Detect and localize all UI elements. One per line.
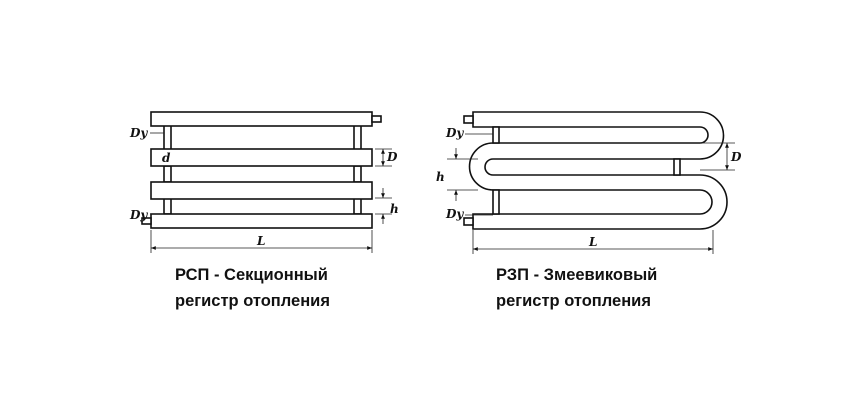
- dy-top-label: Dy: [445, 126, 464, 140]
- serpentine-pipe: [468, 111, 728, 230]
- length-label: L: [256, 234, 265, 248]
- section-pipe-3: [150, 181, 373, 200]
- left-caption: РСП - Секционный регистр отопления: [175, 262, 330, 314]
- section-pipe-2: [150, 148, 373, 167]
- d-small-label: d: [162, 151, 171, 165]
- section-pipes: [150, 111, 373, 229]
- sectional-register-drawing: Dy Dy d D h L: [129, 111, 399, 253]
- inlet-nozzle: [463, 217, 474, 226]
- inlet-nozzle: [141, 217, 152, 225]
- section-pipe-1: [150, 111, 373, 127]
- right-caption: РЗП - Змеевиковый регистр отопления: [496, 262, 657, 314]
- section-pipe-4: [150, 213, 373, 229]
- stay-middle: [673, 158, 681, 176]
- length-label: L: [588, 235, 597, 249]
- h-label: h: [436, 170, 445, 184]
- outlet-nozzle: [371, 115, 382, 123]
- right-caption-line2: регистр отопления: [496, 292, 651, 310]
- serpentine-register-drawing: Dy Dy h D L: [436, 111, 742, 254]
- d-big-label: D: [386, 150, 398, 164]
- stay-bottom: [492, 189, 500, 215]
- left-caption-line1: РСП - Секционный: [175, 266, 328, 284]
- dy-top-label: Dy: [129, 126, 148, 140]
- h-label: h: [390, 202, 399, 216]
- right-caption-line1: РЗП - Змеевиковый: [496, 266, 658, 284]
- dy-bottom-label: Dy: [129, 208, 148, 222]
- left-caption-line2: регистр отопления: [175, 292, 330, 310]
- outlet-nozzle: [463, 115, 474, 124]
- riser-pipes: [163, 124, 362, 215]
- d-big-label: D: [730, 150, 742, 164]
- stay-top: [492, 126, 500, 144]
- dy-bottom-label: Dy: [445, 207, 464, 221]
